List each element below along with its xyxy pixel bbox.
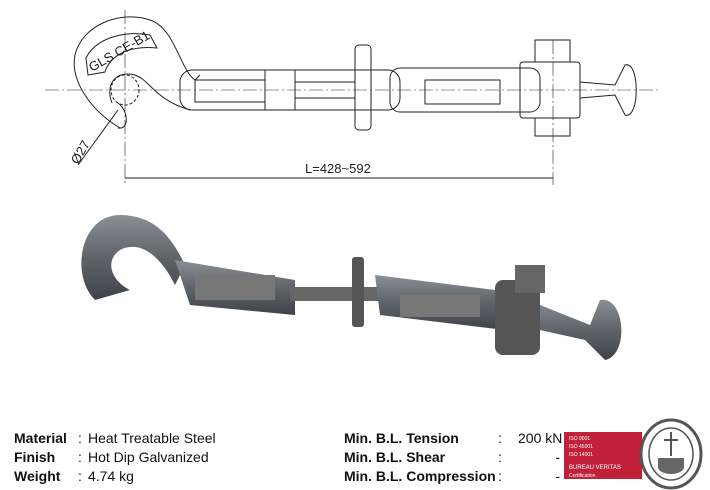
spec-value: - — [555, 468, 560, 484]
spec-row-shear: Min. B.L. Shear: - — [344, 448, 560, 467]
spec-row-material: Material: Heat Treatable Steel — [14, 429, 216, 448]
spec-label: Min. B.L. Shear — [344, 449, 446, 465]
cert-name: BUREAU VERITAS — [569, 465, 621, 471]
spec-label: Finish — [14, 449, 56, 465]
length-label: L=428~592 — [305, 161, 371, 176]
bureau-veritas-logo — [639, 418, 703, 490]
spec-row-compression: Min. B.L. Compression: - — [344, 467, 560, 486]
spec-row-finish: Finish: Hot Dip Galvanized — [14, 448, 216, 467]
iso-line: ISO 14001 — [569, 452, 593, 458]
spec-value: - — [555, 449, 560, 465]
spec-label: Min. B.L. Compression — [344, 468, 496, 484]
cert-sub: Certification — [569, 473, 596, 479]
spec-label: Material — [14, 430, 67, 446]
colon: : — [498, 430, 502, 446]
strength-specs: Min. B.L. Tension:200 kN Min. B.L. Shear… — [344, 429, 563, 486]
spec-row-tension: Min. B.L. Tension:200 kN — [344, 429, 563, 448]
colon: : — [498, 449, 502, 465]
spec-value: Heat Treatable Steel — [88, 430, 216, 446]
diameter-label: Ø27 — [68, 138, 93, 167]
spec-row-weight: Weight:4.74 kg — [14, 467, 216, 486]
product-photo — [81, 215, 622, 360]
colon: : — [78, 468, 82, 484]
colon: : — [78, 430, 82, 446]
spec-label: Min. B.L. Tension — [344, 430, 459, 446]
colon: : — [78, 449, 82, 465]
iso-line: ISO 45001 — [569, 444, 593, 450]
colon: : — [498, 468, 502, 484]
technical-drawing: GLS CE-B1 Ø27 L=428~592 — [45, 10, 660, 185]
spec-value: 4.74 kg — [88, 468, 134, 484]
hook-marking: GLS CE-B1 — [86, 28, 152, 75]
spec-value: Hot Dip Galvanized — [88, 449, 209, 465]
certification-badge: ISO 9001 ISO 45001 ISO 14001 BUREAU VERI… — [564, 432, 642, 479]
iso-line: ISO 9001 — [569, 436, 591, 442]
spec-label: Weight — [14, 468, 61, 484]
material-specs: Material: Heat Treatable Steel Finish: Hot… — [14, 429, 216, 486]
spec-value: 200 kN — [518, 430, 563, 446]
